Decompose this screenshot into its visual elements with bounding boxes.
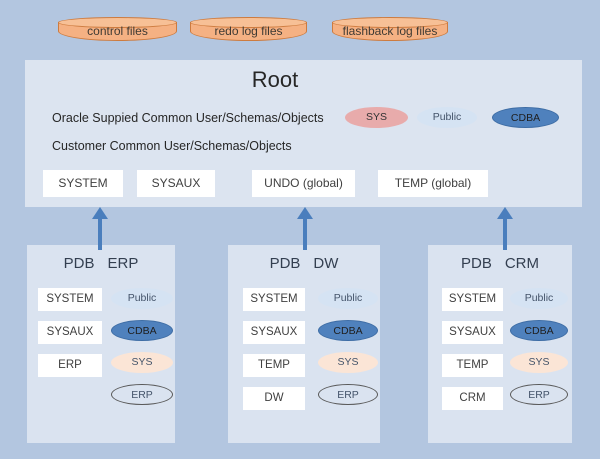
arrow-head-icon xyxy=(297,207,313,219)
oval-cdba-root: CDBA xyxy=(492,107,559,128)
arrow-stem xyxy=(98,219,102,250)
cylinder-label: redo log files xyxy=(214,24,283,38)
pdb-erp-title: PDB ERP xyxy=(27,255,175,272)
cylinder-top xyxy=(58,17,177,28)
oval-sys: SYS xyxy=(318,352,378,373)
pdb-dw-container: PDB DW SYSTEM SYSAUX TEMP DW Public CDBA… xyxy=(228,245,380,443)
tablespace-undo-global: UNDO (global) xyxy=(252,170,355,197)
oval-public: Public xyxy=(318,288,378,309)
pdb-title-name: CRM xyxy=(504,255,539,272)
tablespace-crm: CRM xyxy=(442,387,503,410)
oval-cdba: CDBA xyxy=(510,320,568,341)
arrow-crm-to-root xyxy=(497,207,513,250)
pdb-title-prefix: PDB xyxy=(63,255,95,272)
pdb-title-prefix: PDB xyxy=(269,255,301,272)
pdb-erp-users: Public CDBA SYS ERP xyxy=(111,288,173,405)
root-title: Root xyxy=(251,67,299,92)
tablespace-erp: ERP xyxy=(38,354,102,377)
oval-sys: SYS xyxy=(111,352,173,373)
pdb-erp-container: PDB ERP SYSTEM SYSAUX ERP Public CDBA SY… xyxy=(27,245,175,443)
oval-sys-root: SYS xyxy=(345,107,408,128)
arrow-dw-to-root xyxy=(297,207,313,250)
pdb-title-name: ERP xyxy=(107,255,139,272)
cylinder-flashback-log-files: flashback log files xyxy=(332,17,448,41)
pdb-erp-tablespaces: SYSTEM SYSAUX ERP xyxy=(38,288,102,377)
tablespace-sysaux: SYSAUX xyxy=(442,321,503,344)
arrow-head-icon xyxy=(92,207,108,219)
tablespace-system: SYSTEM xyxy=(38,288,102,311)
pdb-title-prefix: PDB xyxy=(460,255,492,272)
tablespace-system: SYSTEM xyxy=(442,288,503,311)
arrow-stem xyxy=(303,219,307,250)
tablespace-sysaux: SYSAUX xyxy=(243,321,305,344)
oval-sys: SYS xyxy=(510,352,568,373)
arrow-head-icon xyxy=(497,207,513,219)
root-container: Root Oracle Suppied Common User/Schemas/… xyxy=(25,60,582,207)
tablespace-sysaux: SYSAUX xyxy=(38,321,102,344)
pdb-dw-users: Public CDBA SYS ERP xyxy=(318,288,378,405)
cylinder-top xyxy=(332,17,448,28)
pdb-crm-tablespaces: SYSTEM SYSAUX TEMP CRM xyxy=(442,288,503,410)
oval-public: Public xyxy=(111,288,173,309)
tablespace-system-root: SYSTEM xyxy=(43,170,123,197)
tablespace-sysaux-root: SYSAUX xyxy=(137,170,215,197)
pdb-crm-container: PDB CRM SYSTEM SYSAUX TEMP CRM Public CD… xyxy=(428,245,572,443)
cylinder-label: control files xyxy=(87,24,148,38)
oracle-supplied-common-label: Oracle Suppied Common User/Schemas/Objec… xyxy=(52,111,324,125)
cylinder-control-files: control files xyxy=(58,17,177,41)
arrow-stem xyxy=(503,219,507,250)
oval-erp-user: ERP xyxy=(510,384,568,405)
oval-cdba: CDBA xyxy=(318,320,378,341)
pdb-crm-title: PDB CRM xyxy=(428,255,572,272)
pdb-crm-users: Public CDBA SYS ERP xyxy=(510,288,568,405)
tablespace-temp-global: TEMP (global) xyxy=(378,170,488,197)
pdb-dw-title: PDB DW xyxy=(228,255,380,272)
tablespace-temp: TEMP xyxy=(243,354,305,377)
arrow-erp-to-root xyxy=(92,207,108,250)
customer-common-label: Customer Common User/Schemas/Objects xyxy=(52,139,292,153)
tablespace-dw: DW xyxy=(243,387,305,410)
cylinder-label: flashback log files xyxy=(342,24,438,38)
oval-public-root: Public xyxy=(417,107,477,128)
oval-public: Public xyxy=(510,288,568,309)
tablespace-temp: TEMP xyxy=(442,354,503,377)
cylinder-top xyxy=(190,17,307,28)
oval-erp-user: ERP xyxy=(111,384,173,405)
pdb-dw-tablespaces: SYSTEM SYSAUX TEMP DW xyxy=(243,288,305,410)
tablespace-system: SYSTEM xyxy=(243,288,305,311)
oval-cdba: CDBA xyxy=(111,320,173,341)
oval-erp-user: ERP xyxy=(318,384,378,405)
cylinder-redo-log-files: redo log files xyxy=(190,17,307,41)
pdb-title-name: DW xyxy=(313,255,339,272)
